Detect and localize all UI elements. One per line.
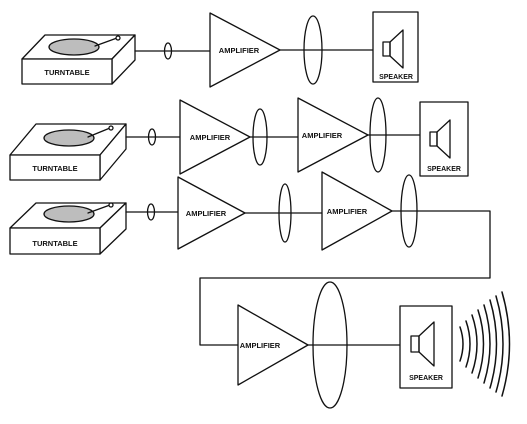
signal-wave-icon (199, 174, 491, 346)
turntable-icon: TURNTABLE (21, 34, 136, 85)
amplifier-icon: AMPLIFIER (179, 99, 251, 175)
amplifier-icon: AMPLIFIER (237, 304, 309, 386)
chain-3: TURNTABLE AMPLIFIER AMPLIFIER (9, 171, 511, 409)
speaker-icon: SPEAKER (419, 101, 469, 177)
amplifier-icon: AMPLIFIER (297, 97, 369, 173)
amplifier-label: AMPLIFIER (302, 131, 343, 140)
amplifier-icon: AMPLIFIER (177, 176, 246, 250)
signal-wave-icon (125, 203, 179, 221)
amplifier-label: AMPLIFIER (190, 133, 231, 142)
turntable-icon: TURNTABLE (9, 123, 127, 181)
speaker-label: SPEAKER (427, 166, 461, 173)
signal-wave-icon (244, 183, 323, 243)
amplifier-label: AMPLIFIER (186, 209, 227, 218)
sound-waves-icon (459, 291, 511, 397)
amplifier-icon: AMPLIFIER (321, 171, 393, 251)
signal-wave-icon (367, 97, 421, 173)
turntable-label: TURNTABLE (32, 164, 77, 173)
speaker-label: SPEAKER (379, 74, 413, 81)
speaker-label: SPEAKER (409, 375, 443, 382)
chain-2: TURNTABLE AMPLIFIER AMPLIFIER (9, 97, 469, 181)
signal-wave-icon (307, 281, 401, 409)
signal-wave-icon (134, 42, 211, 60)
speaker-icon: SPEAKER (399, 305, 453, 389)
amplifier-label: AMPLIFIER (327, 207, 368, 216)
signal-wave-icon (125, 128, 181, 146)
amplifier-icon: AMPLIFIER (209, 12, 281, 88)
signal-wave-icon (249, 108, 299, 166)
signal-wave-icon (279, 15, 374, 85)
chain-1: TURNTABLE AMPLIFIER SPEAKER (21, 11, 419, 88)
amplifier-label: AMPLIFIER (240, 341, 281, 350)
turntable-label: TURNTABLE (32, 239, 77, 248)
speaker-icon: SPEAKER (372, 11, 419, 83)
turntable-icon: TURNTABLE (9, 202, 127, 255)
turntable-label: TURNTABLE (44, 68, 89, 77)
amplifier-label: AMPLIFIER (219, 46, 260, 55)
